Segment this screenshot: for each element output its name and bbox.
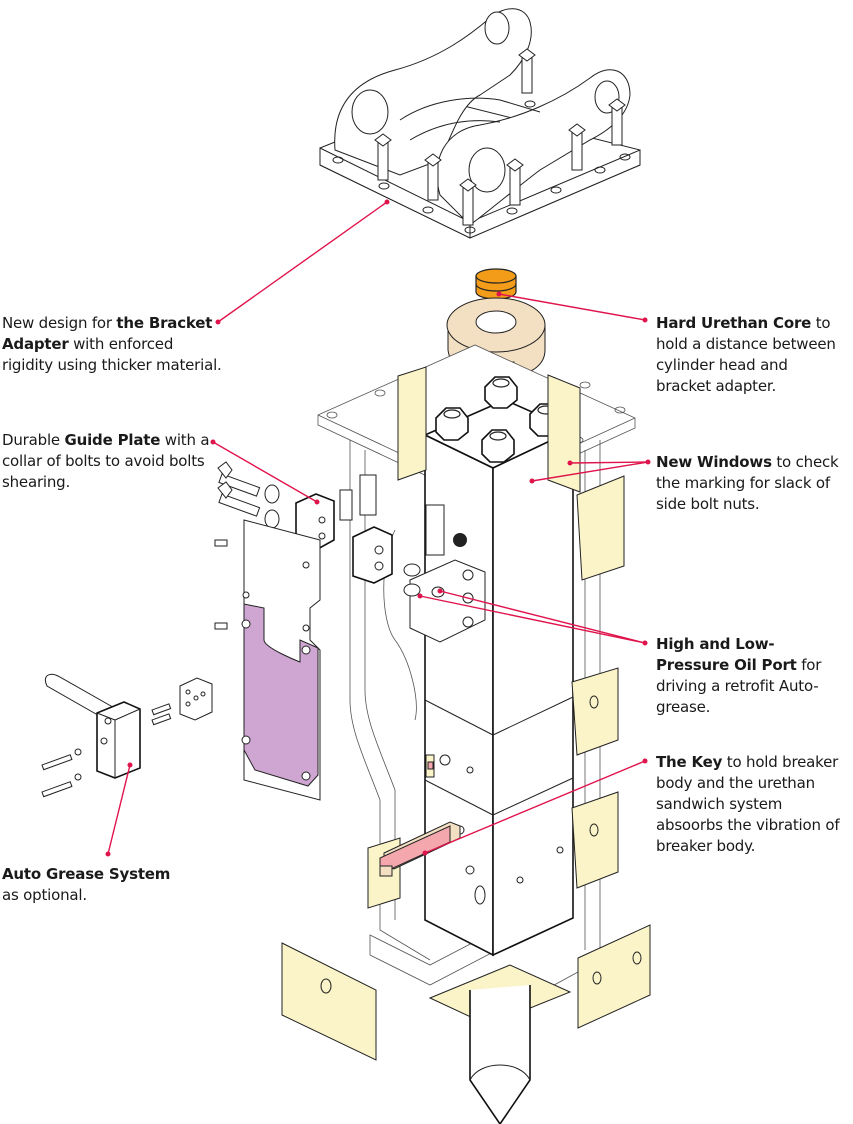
cylinder-block	[403, 376, 575, 957]
callout-auto-grease-title: Auto Grease System	[2, 865, 171, 883]
callout-new-windows-title: New Windows	[656, 453, 772, 471]
callout-oil-port-title: High and Low-Pressure Oil Port	[656, 635, 797, 674]
leader-windows-a	[569, 461, 649, 464]
chisel	[469, 985, 531, 1124]
callout-oil-port: High and Low-Pressure Oil Port for drivi…	[656, 635, 822, 716]
leader-oil-port-a	[419, 595, 646, 644]
bracket-adapter	[319, 8, 641, 239]
leader-guide-plate	[212, 441, 318, 503]
leader-lines	[105, 199, 651, 857]
callout-the-key-title: The Key	[656, 753, 723, 771]
hard-urethan-core	[475, 268, 517, 300]
callout-auto-grease: Auto Grease System as optional.	[2, 865, 171, 904]
leader-bracket	[217, 201, 388, 323]
bracket-bolts	[374, 48, 626, 226]
side-bolt-nuts	[435, 376, 563, 463]
callout-bracket-adapter: New design for the Bracket Adapter with …	[2, 314, 222, 374]
oil-port-block	[403, 504, 486, 643]
leader-windows-b	[531, 461, 649, 482]
auto-grease-system	[41, 673, 213, 798]
callout-urethan-core-title: Hard Urethan Core	[656, 314, 812, 332]
guide-plate-assembly	[214, 461, 393, 801]
leader-key	[424, 760, 646, 854]
leader-urethan-core	[498, 293, 646, 321]
leader-oil-port-b	[439, 590, 646, 644]
callout-the-key: The Key to hold breaker body and the ure…	[656, 753, 840, 855]
leader-auto-grease	[107, 764, 131, 855]
callout-new-windows: New Windows to check the marking for sla…	[656, 453, 839, 513]
callout-bracket-adapter-title: the Bracket Adapter	[2, 314, 213, 353]
callout-guide-plate-title: Guide Plate	[64, 431, 161, 449]
callout-urethan-core: Hard Urethan Core to hold a distance bet…	[656, 314, 836, 395]
callout-guide-plate: Durable Guide Plate with a collar of bol…	[2, 431, 210, 491]
